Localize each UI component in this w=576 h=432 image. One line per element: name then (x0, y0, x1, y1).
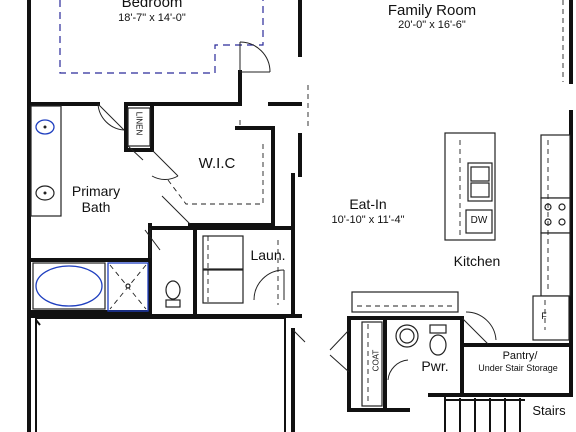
stairs-label: Stairs (532, 403, 566, 418)
bedroom-dims: 18'-7" x 14'-0" (118, 12, 186, 24)
eat-in-name: Eat-In (349, 196, 387, 212)
laundry-appliances (202, 235, 244, 304)
primary-bath-line2: Bath (81, 199, 111, 215)
kitchen-dashes (239, 120, 546, 330)
kitchen-island (444, 132, 496, 241)
pantry-sub-label: Under Stair Storage (478, 363, 558, 373)
fridge-label: F (541, 311, 547, 321)
pantry-label: Pantry/ (502, 350, 538, 362)
interior-walls (27, 70, 302, 318)
primary-bath-line1: Primary (71, 183, 121, 199)
bath-fixtures (30, 105, 181, 312)
bedroom-door (239, 41, 271, 73)
family-room-name: Family Room (387, 2, 477, 19)
family-room-outline (307, 0, 564, 130)
powder-label: Pwr. (421, 358, 449, 374)
kitchen-counters (532, 134, 571, 341)
laundry-label: Laun. (250, 247, 286, 263)
family-room-dims: 20'-0" x 16'-6" (398, 19, 466, 31)
eat-in-dims: 10'-10" x 11'-4" (331, 214, 405, 226)
laundry-door (253, 269, 285, 301)
bedroom-name: Bedroom (121, 0, 183, 11)
linen-closet (127, 107, 151, 161)
exterior-walls (27, 0, 573, 432)
bath-door (97, 103, 125, 131)
linen-label: LINEN (134, 111, 144, 136)
bedroom-ceiling-outline (59, 0, 264, 74)
dw-label: DW (470, 215, 488, 226)
wic-label: W.I.C (198, 155, 236, 172)
powder-and-coat (292, 291, 573, 412)
wic-door (151, 149, 191, 225)
coat-label: COAT (371, 349, 381, 372)
lower-area (35, 317, 286, 432)
kitchen-label: Kitchen (453, 253, 501, 269)
stairs-treads (444, 395, 525, 432)
wic-shelves (167, 140, 264, 205)
